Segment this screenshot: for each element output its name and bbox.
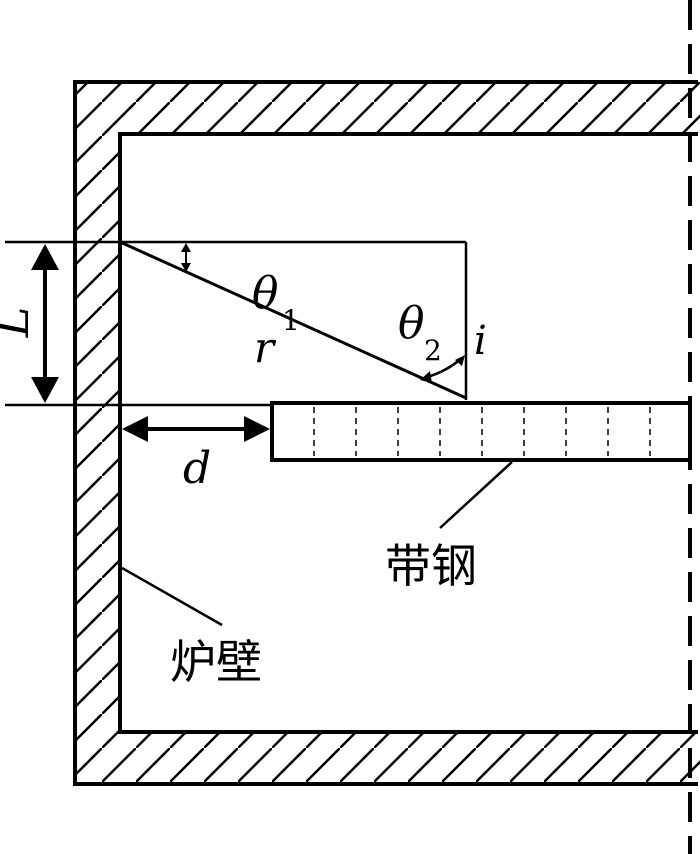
strip-leader-line xyxy=(439,461,513,529)
label-strip: 带钢 xyxy=(385,539,477,593)
inner-wall-outline xyxy=(118,132,698,734)
steel-strip xyxy=(270,401,692,462)
theta1-arrow-up xyxy=(181,243,191,252)
theta1-angle-marker xyxy=(181,243,191,272)
d-arrow-head-left xyxy=(122,416,148,442)
top-wall-hatch xyxy=(75,82,700,134)
label-theta2-subscript: 2 xyxy=(424,334,442,367)
label-theta2: θ xyxy=(398,298,425,349)
strip-body xyxy=(270,401,692,462)
theta2-arrow-right xyxy=(455,355,465,366)
outer-wall-outline xyxy=(73,80,698,786)
bottom-wall-hatch xyxy=(75,732,700,784)
dimension-d xyxy=(122,416,270,442)
radiation-line-r xyxy=(119,240,467,400)
label-theta1-subscript: 1 xyxy=(282,304,300,337)
label-i: i xyxy=(474,318,487,364)
theta1-arrow-down xyxy=(181,263,191,272)
label-theta1: θ xyxy=(252,268,279,319)
label-wall: 炉壁 xyxy=(170,635,262,689)
d-arrow-head-right xyxy=(244,416,270,442)
label-r: r xyxy=(254,323,277,372)
label-L: L xyxy=(0,307,39,339)
wall-leader-line xyxy=(121,566,223,627)
theta2-arrow-left xyxy=(420,371,432,383)
left-wall-hatch xyxy=(75,134,120,732)
L-arrow-head-top xyxy=(31,244,59,270)
label-d: d xyxy=(183,443,211,494)
L-arrow-head-bottom xyxy=(31,377,59,403)
strip-segments xyxy=(313,407,651,456)
dimension-L xyxy=(31,244,59,403)
theta2-angle-marker xyxy=(420,355,465,383)
